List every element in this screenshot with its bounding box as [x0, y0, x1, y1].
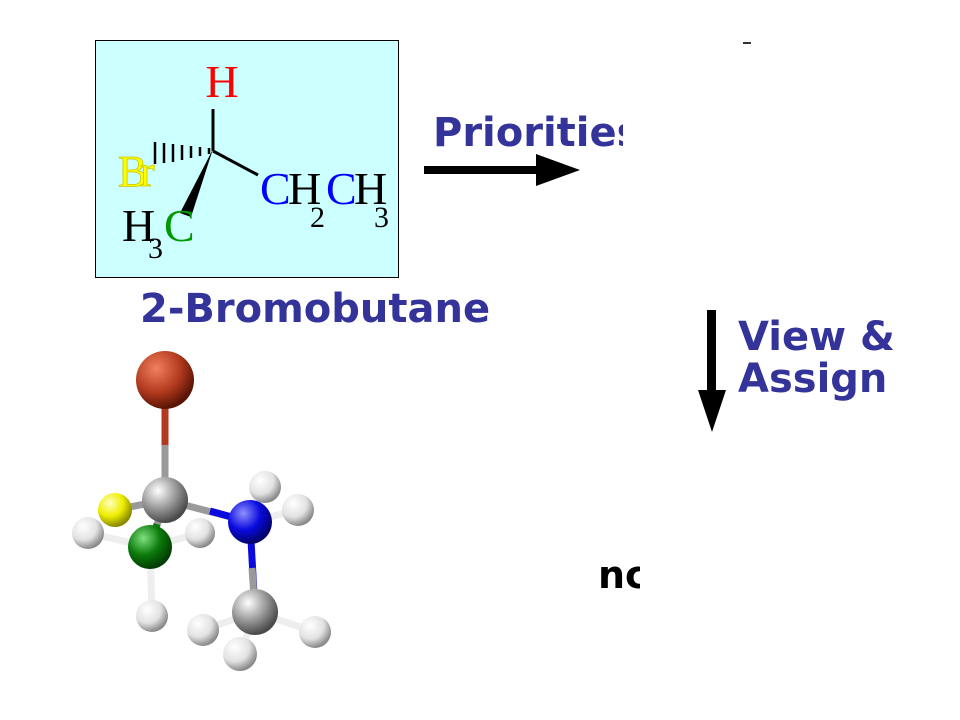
h3c-carbon-label: C	[164, 200, 195, 251]
yellow-hydrogen-atom	[98, 493, 132, 527]
tiny-mark	[743, 42, 751, 44]
solid-wedge-bond	[180, 149, 213, 217]
hydrogen-label: H	[205, 56, 238, 107]
ch3-hydrogen-label: H	[354, 163, 387, 214]
bromine-atom	[136, 351, 194, 409]
h3c-hydrogen-label: H	[122, 200, 155, 251]
bromine-label-b: B	[118, 147, 147, 196]
arrow-right-icon	[424, 154, 580, 186]
hydrogen-atom	[249, 471, 281, 503]
structure-box: H B r C H 2 C H 3 H 3 C	[95, 40, 399, 278]
structure-svg: H B r C H 2 C H 3 H 3 C	[118, 56, 389, 265]
hydrogen-atom	[136, 600, 168, 632]
hydrogen-atom	[223, 637, 257, 671]
view-assign-line1: View &	[738, 314, 895, 360]
hydrogen-atom	[187, 614, 219, 646]
molecule-3d-model	[72, 351, 331, 671]
hydrogen-atom	[185, 518, 215, 548]
ch3-subscript: 3	[374, 201, 389, 234]
partial-text: nc	[598, 553, 640, 597]
bromine-label-r: r	[140, 147, 155, 196]
ch2-subscript: 2	[310, 201, 325, 234]
ch2-hydrogen-label: H	[288, 163, 321, 214]
priorities-label: Priorities	[433, 110, 623, 156]
green-carbon-atom	[128, 525, 172, 569]
blue-carbon-atom	[228, 500, 272, 544]
hydrogen-atom	[282, 494, 314, 526]
ch3-carbon-label: C	[326, 163, 357, 214]
hydrogen-atom	[299, 616, 331, 648]
view-assign-line2: Assign	[738, 356, 888, 402]
view-assign-label: View & Assign	[738, 316, 895, 400]
compound-name: 2-Bromobutane	[140, 286, 491, 332]
hashed-wedge-bond	[153, 142, 211, 164]
bond-c-ch2	[212, 149, 259, 177]
hydrogen-atom	[72, 517, 104, 549]
carbon-atom-methyl	[232, 589, 278, 635]
ch2-carbon-label: C	[260, 163, 291, 214]
arrow-down-icon	[698, 310, 726, 432]
h3c-subscript: 3	[148, 232, 163, 265]
carbon-atom-center	[142, 477, 188, 523]
